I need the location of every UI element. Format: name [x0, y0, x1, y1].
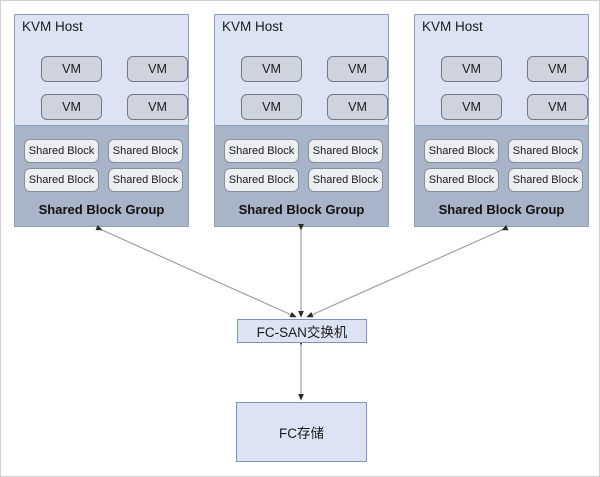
shared-block-3-1[interactable]: Shared Block — [424, 139, 499, 163]
connector-host3-switch — [306, 224, 509, 318]
shared-block-2-4[interactable]: Shared Block — [308, 168, 383, 192]
vm-box-3-3[interactable]: VM — [441, 94, 502, 120]
shared-block-2-1[interactable]: Shared Block — [224, 139, 299, 163]
fc-san-switch-box[interactable]: FC-SAN交换机 — [237, 319, 367, 343]
shared-block-2-2[interactable]: Shared Block — [308, 139, 383, 163]
fc-san-switch-label: FC-SAN交换机 — [256, 325, 348, 340]
vm-box-3-4[interactable]: VM — [527, 94, 588, 120]
vm-box-2-4[interactable]: VM — [327, 94, 388, 120]
shared-block-3-3[interactable]: Shared Block — [424, 168, 499, 192]
shared-block-1-3[interactable]: Shared Block — [24, 168, 99, 192]
vm-area-2: VM VM VM VM — [215, 15, 388, 125]
fc-storage-label: FC存储 — [279, 426, 324, 441]
kvm-host-title-3: KVM Host — [422, 19, 483, 34]
vm-box-1-3[interactable]: VM — [41, 94, 102, 120]
shared-block-group-2: Shared Block Shared Block Shared Block S… — [215, 125, 388, 226]
shared-block-1-4[interactable]: Shared Block — [108, 168, 183, 192]
vm-box-2-1[interactable]: VM — [241, 56, 302, 82]
shared-block-group-label-2: Shared Block Group — [238, 202, 365, 217]
shared-block-group-1: Shared Block Shared Block Shared Block S… — [15, 125, 188, 226]
vm-box-3-1[interactable]: VM — [441, 56, 502, 82]
vm-box-3-2[interactable]: VM — [527, 56, 588, 82]
vm-area-1: VM VM VM VM — [15, 15, 188, 125]
connector-host1-switch — [95, 224, 297, 318]
shared-block-group-label-1: Shared Block Group — [38, 202, 165, 217]
kvm-host-title-1: KVM Host — [22, 19, 83, 34]
kvm-host-panel-3[interactable]: KVM Host VM VM VM VM Shared Block Shared… — [414, 14, 589, 227]
shared-block-3-4[interactable]: Shared Block — [508, 168, 583, 192]
vm-box-2-3[interactable]: VM — [241, 94, 302, 120]
vm-area-3: VM VM VM VM — [415, 15, 588, 125]
vm-box-2-2[interactable]: VM — [327, 56, 388, 82]
shared-block-1-2[interactable]: Shared Block — [108, 139, 183, 163]
shared-block-group-label-3: Shared Block Group — [438, 202, 565, 217]
shared-block-1-1[interactable]: Shared Block — [24, 139, 99, 163]
kvm-host-panel-1[interactable]: KVM Host VM VM VM VM Shared Block Shared… — [14, 14, 189, 227]
shared-block-3-2[interactable]: Shared Block — [508, 139, 583, 163]
vm-box-1-4[interactable]: VM — [127, 94, 188, 120]
fc-storage-box[interactable]: FC存储 — [236, 402, 367, 462]
kvm-host-title-2: KVM Host — [222, 19, 283, 34]
shared-block-group-3: Shared Block Shared Block Shared Block S… — [415, 125, 588, 226]
shared-block-2-3[interactable]: Shared Block — [224, 168, 299, 192]
kvm-host-panel-2[interactable]: KVM Host VM VM VM VM Shared Block Shared… — [214, 14, 389, 227]
vm-box-1-1[interactable]: VM — [41, 56, 102, 82]
vm-box-1-2[interactable]: VM — [127, 56, 188, 82]
